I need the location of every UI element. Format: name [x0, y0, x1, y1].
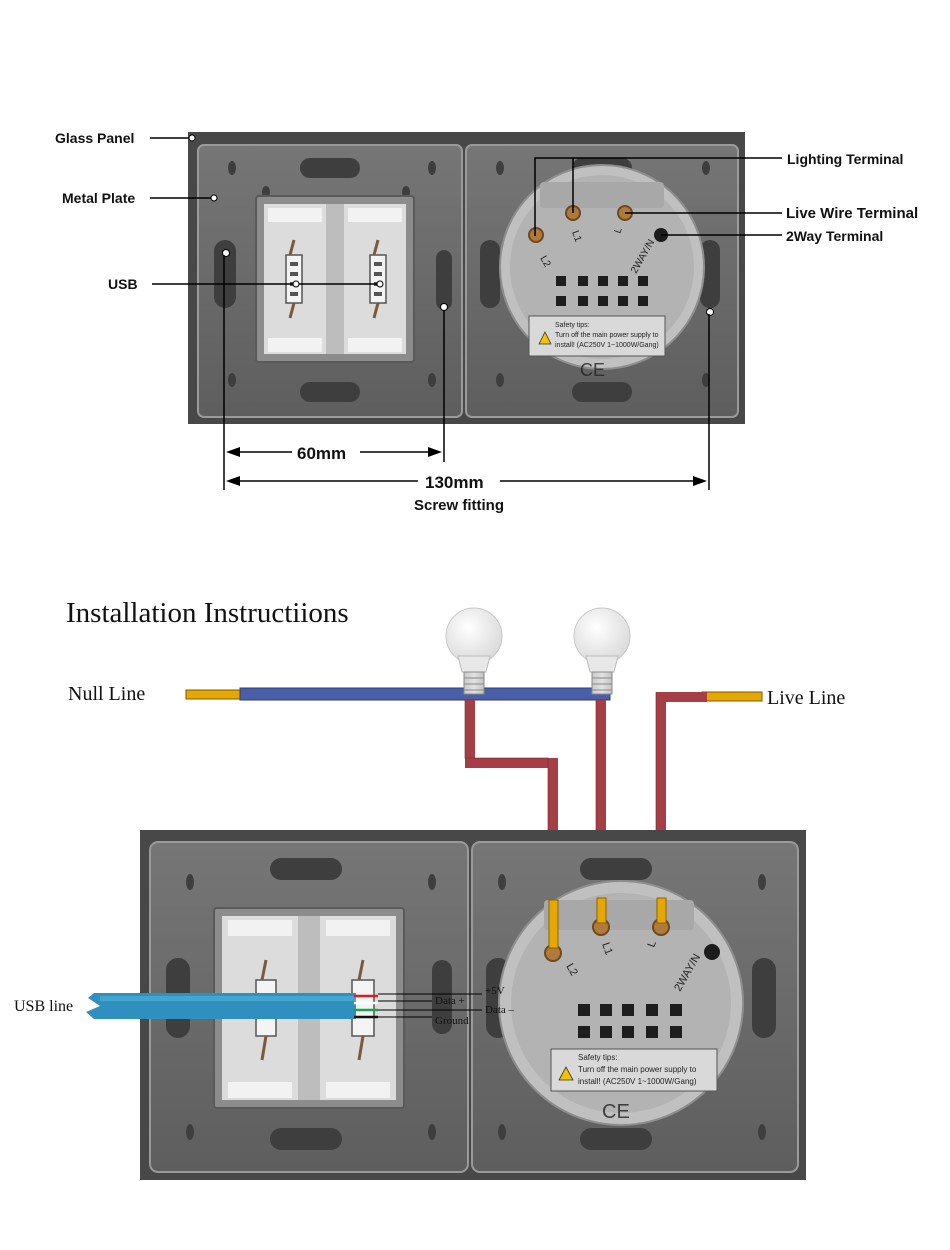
dimension-60mm: 60mm — [297, 444, 346, 463]
wire-tips — [548, 897, 667, 949]
pin-plus5v: +5V — [485, 985, 505, 997]
light-bulb-2 — [573, 607, 631, 695]
label-live-wire-terminal: Live Wire Terminal — [786, 205, 918, 222]
svg-text:Turn off the main power supply: Turn off the main power supply to — [578, 1065, 697, 1074]
svg-text:Turn off the main power supply: Turn off the main power supply to — [555, 332, 659, 339]
label-usb-line: USB line — [14, 998, 73, 1015]
usb-cable — [86, 993, 378, 1019]
terminal-label-l: L — [612, 226, 624, 235]
label-null-line: Null Line — [68, 683, 145, 705]
usb-module-top — [255, 195, 415, 363]
switch-module-top: L2 L1 L 2WAY/N Safety tips: Turn off the… — [499, 164, 705, 380]
terminal-label-l1: L1 — [569, 229, 583, 244]
label-metal-plate: Metal Plate — [62, 190, 135, 206]
svg-text:Safety tips:: Safety tips: — [555, 322, 590, 329]
label-glass-panel: Glass Panel — [55, 130, 134, 146]
live-line-wire — [701, 691, 763, 702]
svg-text:install! (AC250V 1~1000W/Gang: install! (AC250V 1~1000W/Gang) — [578, 1077, 697, 1086]
callout-lines-top — [150, 137, 782, 285]
svg-text:L1: L1 — [599, 941, 614, 957]
label-lighting-terminal: Lighting Terminal — [787, 151, 903, 167]
mounting-slots-left — [214, 158, 452, 402]
installation-title: Installation Instructiions — [66, 597, 349, 629]
label-2way-terminal: 2Way Terminal — [786, 228, 883, 244]
terminal-label-l2: L2 — [537, 254, 552, 270]
switch-module-bottom: L2 L1 L 2WAY/N Safety tips: Turn off the… — [498, 880, 744, 1126]
pin-ground: Ground — [435, 1015, 469, 1027]
safety-tips-label-top: Safety tips: Turn off the main power sup… — [528, 315, 666, 357]
label-usb: USB — [108, 276, 138, 292]
dimension-lines — [223, 255, 710, 490]
terminal-l2 — [528, 227, 544, 243]
dimension-caption: Screw fitting — [414, 497, 504, 514]
label-live-line: Live Line — [767, 687, 845, 709]
light-bulb-1 — [445, 607, 503, 695]
svg-text:Safety tips:: Safety tips: — [578, 1053, 618, 1062]
null-line-wire — [185, 687, 611, 701]
ce-mark-top: CE — [580, 360, 605, 380]
safety-tips-label-bottom: Safety tips: Turn off the main power sup… — [550, 1048, 718, 1092]
pin-data-plus: Data + — [435, 995, 465, 1007]
mounting-slots-right — [480, 158, 720, 402]
svg-text:L2: L2 — [563, 962, 580, 979]
svg-text:install! (AC250V 1~1000W/Gang: install! (AC250V 1~1000W/Gang) — [555, 342, 659, 349]
usb-pin-leaders — [378, 993, 482, 1018]
svg-text:L: L — [646, 939, 659, 949]
dimension-130mm: 130mm — [425, 473, 484, 492]
led-grid-bottom — [578, 1004, 682, 1038]
pin-data-minus: Data – — [485, 1004, 515, 1016]
top-switch-panel: L2 L1 L 2WAY/N Safety tips: Turn off the… — [55, 130, 918, 514]
ce-mark-bottom: CE — [602, 1101, 630, 1123]
led-grid-top — [556, 276, 648, 306]
